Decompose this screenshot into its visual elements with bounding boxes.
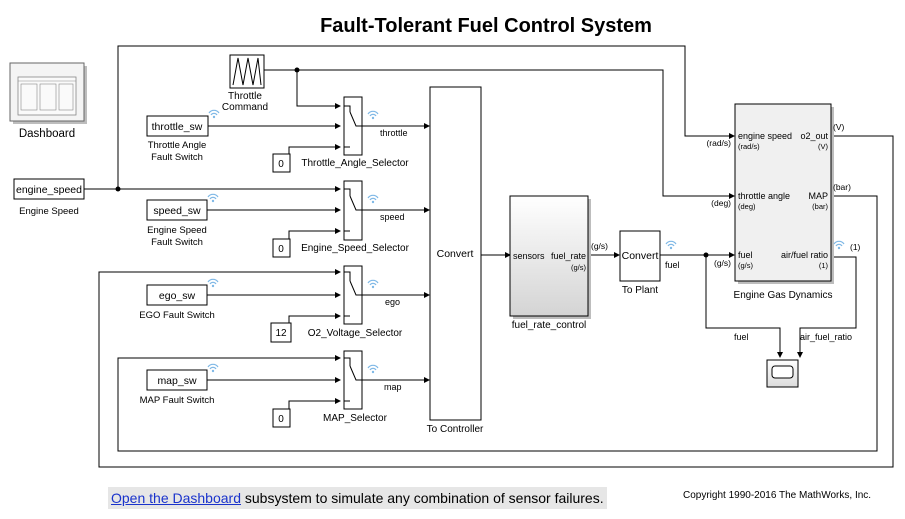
to-controller-text: Convert xyxy=(437,248,474,260)
constant-block[interactable]: 0 xyxy=(272,238,291,258)
engine-out-name: o2_out xyxy=(800,131,828,141)
throttle-command-label2: Command xyxy=(222,102,268,113)
selector-signal: map xyxy=(384,382,402,392)
engine-out-name: air/fuel ratio xyxy=(781,250,828,260)
to-plant-text: Convert xyxy=(622,250,659,262)
selector-label: MAP_Selector xyxy=(323,413,388,424)
afr-line xyxy=(799,256,857,352)
frc-in-port: sensors xyxy=(513,251,545,261)
frc-out-port: fuel_rate xyxy=(551,251,586,261)
selector-speed[interactable]: speed Engine_Speed_Selector xyxy=(301,180,410,254)
dashboard-label: Dashboard xyxy=(19,128,75,140)
switch-value: map_sw xyxy=(157,375,197,387)
fault-switch-map[interactable]: map_sw MAP Fault Switch xyxy=(140,363,219,406)
to-plant-block[interactable]: Convert To Plant fuel xyxy=(619,230,680,296)
engine-ext-out-unit: (1) xyxy=(850,242,861,252)
arrowheads xyxy=(115,67,803,404)
throttle-to-selector xyxy=(296,70,335,107)
throttle-command-label1: Throttle xyxy=(228,91,262,102)
engine-speed-block[interactable]: engine_speed Engine Speed xyxy=(13,178,85,217)
engine-speed-line xyxy=(117,45,729,189)
selector-map[interactable]: map MAP_Selector xyxy=(323,350,402,424)
switch-label2: Fault Switch xyxy=(151,237,203,248)
constant-block[interactable]: 0 xyxy=(272,408,291,428)
switch-label1: Engine Speed xyxy=(147,225,207,236)
o2-feedback-line xyxy=(98,135,894,468)
selector-label: Engine_Speed_Selector xyxy=(301,243,410,254)
switch-label1: MAP Fault Switch xyxy=(140,395,215,406)
signal-builder-icon xyxy=(232,57,262,86)
switch-value: throttle_sw xyxy=(152,121,203,133)
switch-value: ego_sw xyxy=(159,290,196,302)
switch-value: speed_sw xyxy=(153,205,201,217)
constant-block[interactable]: 0 xyxy=(272,153,291,173)
engine-speed-label: Engine Speed xyxy=(19,206,79,217)
footer-note-text: subsystem to simulate any combination of… xyxy=(240,490,604,506)
engine-in-name: engine speed xyxy=(738,131,792,141)
engine-in-unit: (rad/s) xyxy=(738,142,760,151)
throttle-command-line xyxy=(264,69,729,197)
to-controller-block[interactable]: Convert To Controller xyxy=(427,86,484,435)
switch-label1: Throttle Angle xyxy=(148,140,207,151)
constant-value: 0 xyxy=(278,159,284,170)
to-plant-label: To Plant xyxy=(622,285,658,296)
signal-lines xyxy=(84,45,894,468)
engine-ext-out-unit: (bar) xyxy=(833,182,851,192)
engine-ext-in-unit: (rad/s) xyxy=(706,138,731,148)
engine-out-unit: (V) xyxy=(818,142,829,151)
scope-screen-icon xyxy=(771,365,794,379)
switch-label1: EGO Fault Switch xyxy=(139,310,215,321)
fuel-rate-control-block[interactable]: sensors fuel_rate (g/s) fuel_rate_contro… xyxy=(509,195,591,331)
fault-switch-ego[interactable]: ego_sw EGO Fault Switch xyxy=(139,278,219,321)
selector-label: Throttle_Angle_Selector xyxy=(301,158,409,169)
model-title: Fault-Tolerant Fuel Control System xyxy=(320,15,652,37)
engine-out-unit: (1) xyxy=(819,261,829,270)
frc-label: fuel_rate_control xyxy=(512,320,587,331)
to-controller-label: To Controller xyxy=(427,424,484,435)
map-feedback-line xyxy=(117,195,878,452)
selector-label: O2_Voltage_Selector xyxy=(308,328,403,339)
selector-o2[interactable]: ego O2_Voltage_Selector xyxy=(308,265,403,339)
engine-gas-dynamics-block[interactable]: engine speed (rad/s) throttle angle (deg… xyxy=(734,103,834,301)
constant-value: 12 xyxy=(275,328,287,339)
engine-out-unit: (bar) xyxy=(812,202,828,211)
switch-label2: Fault Switch xyxy=(151,152,203,163)
selector-throttle[interactable]: throttle Throttle_Angle_Selector xyxy=(301,96,409,169)
fault-switch-throttle[interactable]: throttle_sw Throttle Angle Fault Switch xyxy=(146,109,220,163)
frc-out-unit: (g/s) xyxy=(571,263,587,272)
engine-ext-in-unit: (g/s) xyxy=(714,258,731,268)
selector-signal: speed xyxy=(380,212,405,222)
selector-signal: ego xyxy=(385,297,400,307)
scope-fuel-label: fuel xyxy=(734,332,749,342)
constant-block[interactable]: 12 xyxy=(270,322,292,343)
engine-ext-in-unit: (deg) xyxy=(711,198,731,208)
engine-in-unit: (deg) xyxy=(738,202,756,211)
engine-in-name: throttle angle xyxy=(738,191,790,201)
engine-speed-value: engine_speed xyxy=(16,184,82,196)
dashboard-block[interactable]: Dashboard xyxy=(9,62,87,140)
scope-afr-label: air_fuel_ratio xyxy=(800,332,852,342)
fault-switch-speed[interactable]: speed_sw Engine Speed Fault Switch xyxy=(146,193,219,248)
copyright-text: Copyright 1990-2016 The MathWorks, Inc. xyxy=(683,490,872,501)
frc-ext-unit: (g/s) xyxy=(591,241,608,251)
open-dashboard-link[interactable]: Open the Dashboard xyxy=(111,490,241,506)
throttle-command-block[interactable]: Throttle Command xyxy=(222,54,268,113)
selector-signal: throttle xyxy=(380,128,408,138)
constant-value: 0 xyxy=(278,244,284,255)
to-plant-signal: fuel xyxy=(665,260,680,270)
footer-note: Open the Dashboard subsystem to simulate… xyxy=(108,487,607,509)
engine-in-name: fuel xyxy=(738,250,753,260)
engine-ext-out-unit: (V) xyxy=(833,122,845,132)
scope-block[interactable] xyxy=(766,359,799,388)
engine-out-name: MAP xyxy=(808,191,828,201)
constant-value: 0 xyxy=(278,414,284,425)
engine-in-unit: (g/s) xyxy=(738,261,754,270)
engine-label: Engine Gas Dynamics xyxy=(734,290,833,301)
fuel-to-scope xyxy=(705,255,781,352)
